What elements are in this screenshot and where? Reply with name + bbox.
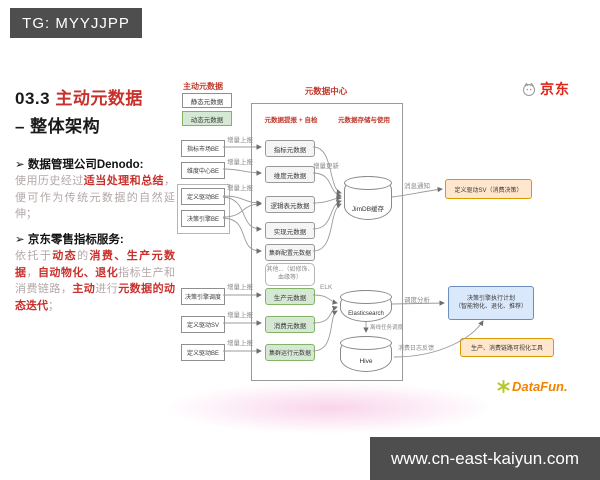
consumer-decision-box: 定义驱动SV（消费决策）: [445, 179, 532, 199]
body-text: 依托于: [15, 250, 53, 262]
hive-label: Hive: [359, 358, 373, 365]
dynamic-metadata-box: 集群运行元数据: [265, 344, 315, 361]
body-text: 指标生产和消费链路，: [15, 266, 176, 296]
arrow-label-msg-notify: 消息通知: [404, 183, 430, 190]
source-box: 定义驱动BE: [181, 344, 225, 361]
body-text: ，: [26, 266, 38, 279]
watermark-bottom-text: www.cn-east-kaiyun.com: [390, 448, 579, 468]
source-box: 决策引擎调度: [181, 288, 225, 305]
bullet2-header-text: 京东零售指标服务:: [27, 234, 124, 246]
page-subtitle: – 整体架构: [15, 117, 101, 136]
cylinder-cap: [344, 176, 392, 190]
arrow-label-log-feedback: 消费日志反馈: [398, 346, 435, 352]
static-metadata-box: 维度元数据: [265, 166, 315, 183]
source-box: 指标市场BE: [181, 140, 225, 157]
bullet2-header: ➢ 京东零售指标服务:: [15, 231, 124, 247]
page-title: 03.3 主动元数据: [15, 84, 143, 109]
arrow-label-incr-update: 增量更新: [313, 163, 339, 170]
dynamic-metadata-box: 消费元数据: [265, 316, 315, 333]
cylinder-cap: [340, 290, 392, 304]
bullet1-paragraph: 使用历史经过适当处理和总结，便可作为传统元数据的自然延伸；: [15, 173, 175, 223]
body-text: 使用历史经过: [15, 175, 84, 187]
emphasis-text: 自动物化、退化: [37, 266, 119, 279]
emphasis-text: 消费、生产元数据: [15, 250, 176, 279]
source-box: 定义驱动BE: [181, 188, 225, 205]
arrow-label-offline-sched: 离线任务调度: [370, 325, 404, 331]
arrow-label-incr-report: 增量上报: [227, 159, 253, 166]
arrow-label-incr-report: 增量上报: [227, 312, 253, 319]
arrow-label-incr-report: 增量上报: [227, 137, 253, 144]
visualization-tool-box: 生产、消费链路可视化工具: [460, 338, 554, 357]
other-metadata-box: 其他...（如修饰、血缘等）: [265, 263, 315, 286]
body-text: 进行: [95, 283, 119, 295]
bullet1-header-text: 数据管理公司Denodo:: [27, 159, 144, 171]
jd-logo: 京东: [521, 79, 570, 99]
static-metadata-box: 实现元数据: [265, 222, 315, 239]
watermark-top-text: TG: MYYJJPP: [22, 14, 130, 32]
decision-engine-line1: 决策引擎执行计划: [466, 295, 515, 302]
jd-logo-text: 京东: [540, 81, 570, 97]
dynamic-metadata-box: 生产元数据: [265, 288, 315, 305]
bullet1-marker: ➢: [15, 159, 25, 171]
watermark-bottom-bar: www.cn-east-kaiyun.com: [370, 437, 600, 480]
source-box: 维度中心BE: [181, 162, 225, 179]
section-title-storage: 元数据存储与使用: [338, 117, 390, 124]
static-metadata-box: 集群配置元数据: [265, 244, 315, 261]
bullet2-paragraph: 依托于动态的消费、生产元数据，自动物化、退化指标生产和消费链路，主动进行元数据的…: [15, 248, 175, 314]
bullet2-marker: ➢: [15, 234, 25, 246]
datafun-star-icon: [497, 380, 510, 393]
static-metadata-box: 指标元数据: [265, 140, 315, 157]
emphasis-text: 主动: [72, 283, 96, 295]
hive-cylinder: Hive: [340, 336, 392, 372]
emphasis-text: 动态: [52, 250, 78, 262]
datafun-logo-text: DataFun.: [512, 379, 568, 394]
arrow-label-incr-report: 增量上报: [227, 185, 253, 192]
datafun-logo: DataFun.: [497, 379, 568, 394]
arrow-label-incr-report: 增量上报: [227, 284, 253, 291]
static-metadata-box: 逻辑表元数据: [265, 196, 315, 213]
arrow-label-incr-report: 增量上报: [227, 340, 253, 347]
body-text: ；: [48, 299, 59, 312]
emphasis-text: 元数据的动态迭代: [15, 283, 176, 312]
body-text: 的: [77, 250, 90, 262]
arrow-label-elk: ELK: [320, 284, 333, 291]
bullet1-header: ➢ 数据管理公司Denodo:: [15, 156, 143, 172]
jimdb-cylinder: JimDB缓存: [344, 176, 392, 220]
pink-glow-decoration: [165, 382, 495, 434]
decision-engine-box: 决策引擎执行计划 （智能物化、退化、推荐）: [448, 286, 534, 320]
watermark-top-bar: TG: MYYJJPP: [10, 8, 142, 38]
title-number: 03.3: [15, 89, 51, 108]
legend-dynamic-box: 动态元数据: [182, 111, 232, 126]
title-highlight: 主动元数据: [55, 89, 143, 108]
decision-engine-line2: （智能物化、退化、推荐）: [454, 304, 527, 310]
source-box: 定义驱动SV: [181, 316, 225, 333]
emphasis-text: 适当处理和总结: [83, 175, 165, 187]
elasticsearch-label: Elasticsearch: [348, 311, 384, 317]
jd-dog-icon: [523, 82, 535, 96]
legend-title: 主动元数据: [183, 82, 223, 91]
elasticsearch-cylinder: Elasticsearch: [340, 290, 392, 322]
diagram-center-title: 元数据中心: [304, 86, 348, 96]
source-box: 决策引擎BE: [181, 210, 225, 227]
cylinder-cap: [340, 336, 392, 350]
body-text: ，便可作为传统元数据的自然延伸；: [15, 175, 176, 220]
legend-static-box: 静态元数据: [182, 93, 232, 108]
jimdb-label: JimDB缓存: [351, 206, 385, 213]
section-title-report: 元数据提报 + 自检: [264, 117, 318, 124]
arrow-label-sched-analysis: 调度分析: [404, 297, 430, 304]
